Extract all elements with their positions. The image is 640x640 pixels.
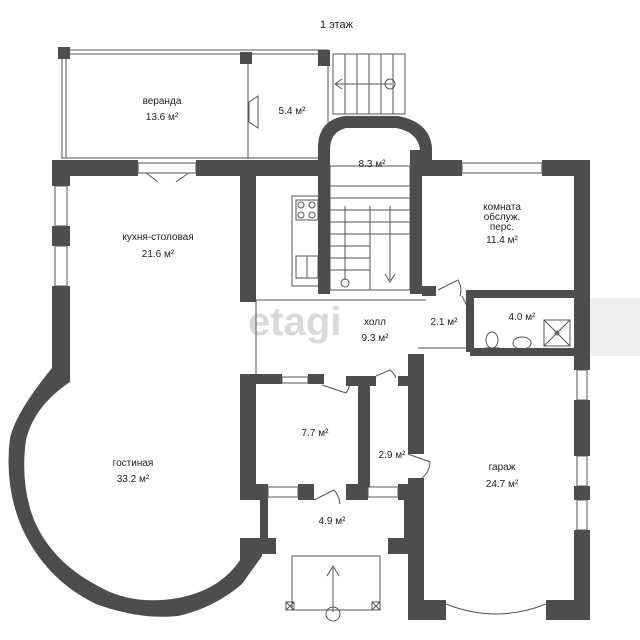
neighbour-block	[588, 298, 640, 356]
room-area-bath: 4.0 м²	[509, 312, 537, 323]
room-name-hall: холл	[364, 317, 386, 328]
room-name-veranda: веранда	[143, 96, 182, 107]
room-name-garage: гараж	[489, 462, 516, 473]
room-name-kitchen: кухня-столовая	[122, 232, 193, 243]
windows	[54, 162, 588, 531]
room-area-2-9: 2.9 м²	[379, 450, 407, 461]
room-area-closet: 2.1 м²	[431, 317, 459, 328]
room-area-vestibule: 4.9 м²	[319, 516, 347, 527]
watermark: etagi	[248, 300, 341, 344]
room-area-7-7: 7.7 м²	[302, 428, 330, 439]
thin-lines	[61, 49, 571, 622]
room-name-staff-3: перс.	[490, 222, 514, 233]
room-name-staff-2: обслуж.	[484, 211, 521, 223]
room-area-veranda: 13.6 м²	[146, 112, 179, 123]
walls	[8, 47, 590, 620]
room-area-stair: 8.3 м²	[359, 159, 387, 170]
room-area-living: 33.2 м²	[117, 474, 150, 485]
room-name-living: гостиная	[113, 458, 154, 469]
room-area-hall: 9.3 м²	[362, 333, 390, 344]
room-name-staff-1: комната	[483, 202, 521, 213]
room-area-kitchen: 21.6 м²	[142, 249, 175, 260]
room-area-garage: 24.7 м²	[486, 479, 519, 490]
floor-title: 1 этаж	[320, 19, 354, 31]
room-area-staff: 11.4 м²	[486, 235, 518, 246]
room-labels: веранда 13.6 м² 5.4 м² 8.3 м² кухня-стол…	[113, 96, 536, 527]
room-area-porch-top: 5.4 м²	[279, 106, 307, 117]
